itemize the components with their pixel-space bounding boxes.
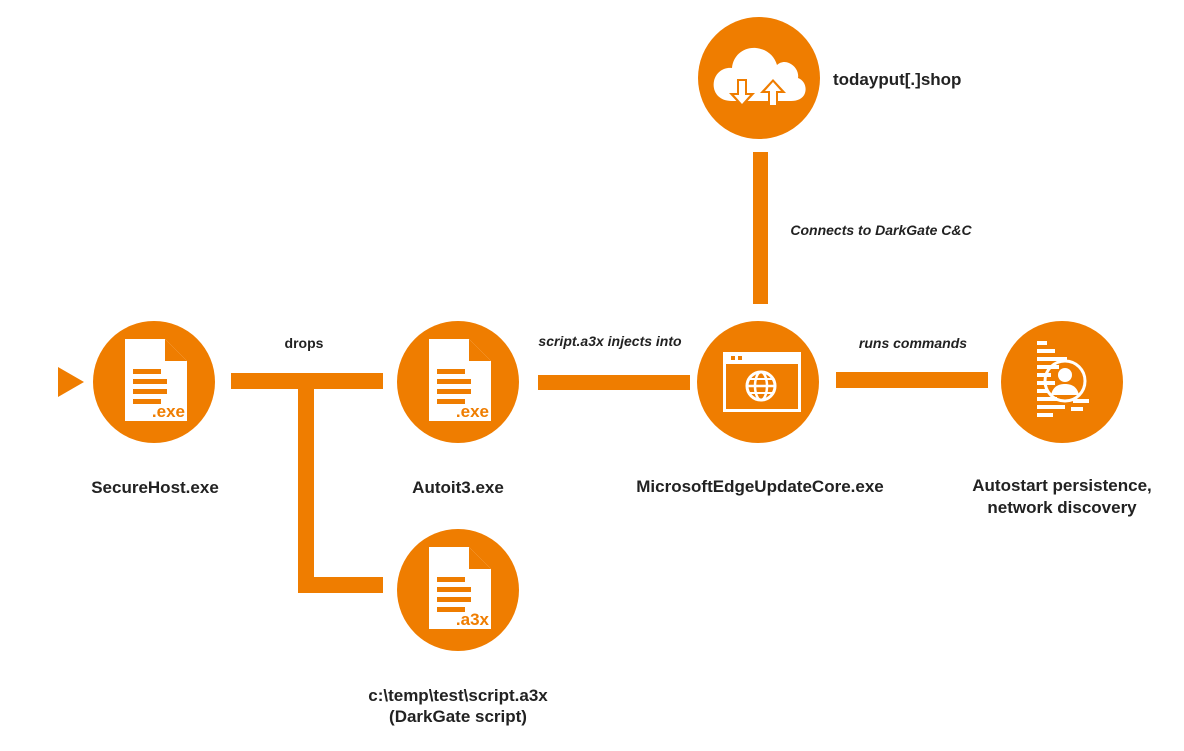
cc-node [698,17,820,139]
autoit-node: .exe [397,321,519,443]
runs-edge-label: runs commands [858,335,968,351]
document-user-icon [1037,341,1089,417]
edge-node [697,321,819,443]
exe-file-icon: .exe [125,339,187,421]
drops-edge-label: drops [284,335,324,351]
script-label-line1: c:\temp\test\script.a3x [368,686,548,705]
browser-window-globe-icon [723,352,801,412]
connects-connector [753,152,768,304]
drops-connector-script [298,577,383,593]
securehost-node: .exe [93,321,215,443]
persistence-node [1001,321,1123,443]
injects-edge-label: script.a3x injects into [538,333,682,349]
cloud-upload-download-icon [713,47,806,107]
injects-connector [538,375,690,390]
script-ext-text: .a3x [456,610,490,629]
securehost-label: SecureHost.exe [91,478,219,497]
a3x-file-icon: .a3x [429,547,491,629]
script-node: .a3x [397,529,519,651]
autoit-label: Autoit3.exe [412,478,504,497]
persistence-label-line1: Autostart persistence, [972,476,1152,495]
edge-label: MicrosoftEdgeUpdateCore.exe [636,477,884,496]
drops-connector-vertical [298,373,314,593]
cc-label: todayput[.]shop [833,70,962,89]
exe-file-icon: .exe [429,339,491,421]
runs-connector [836,372,988,388]
script-label-line2: (DarkGate script) [389,707,527,726]
persistence-label-line2: network discovery [987,498,1137,517]
connects-edge-label: Connects to DarkGate C&C [790,222,972,238]
entry-arrow-icon [58,367,84,397]
securehost-ext-text: .exe [152,402,185,421]
autoit-ext-text: .exe [456,402,489,421]
